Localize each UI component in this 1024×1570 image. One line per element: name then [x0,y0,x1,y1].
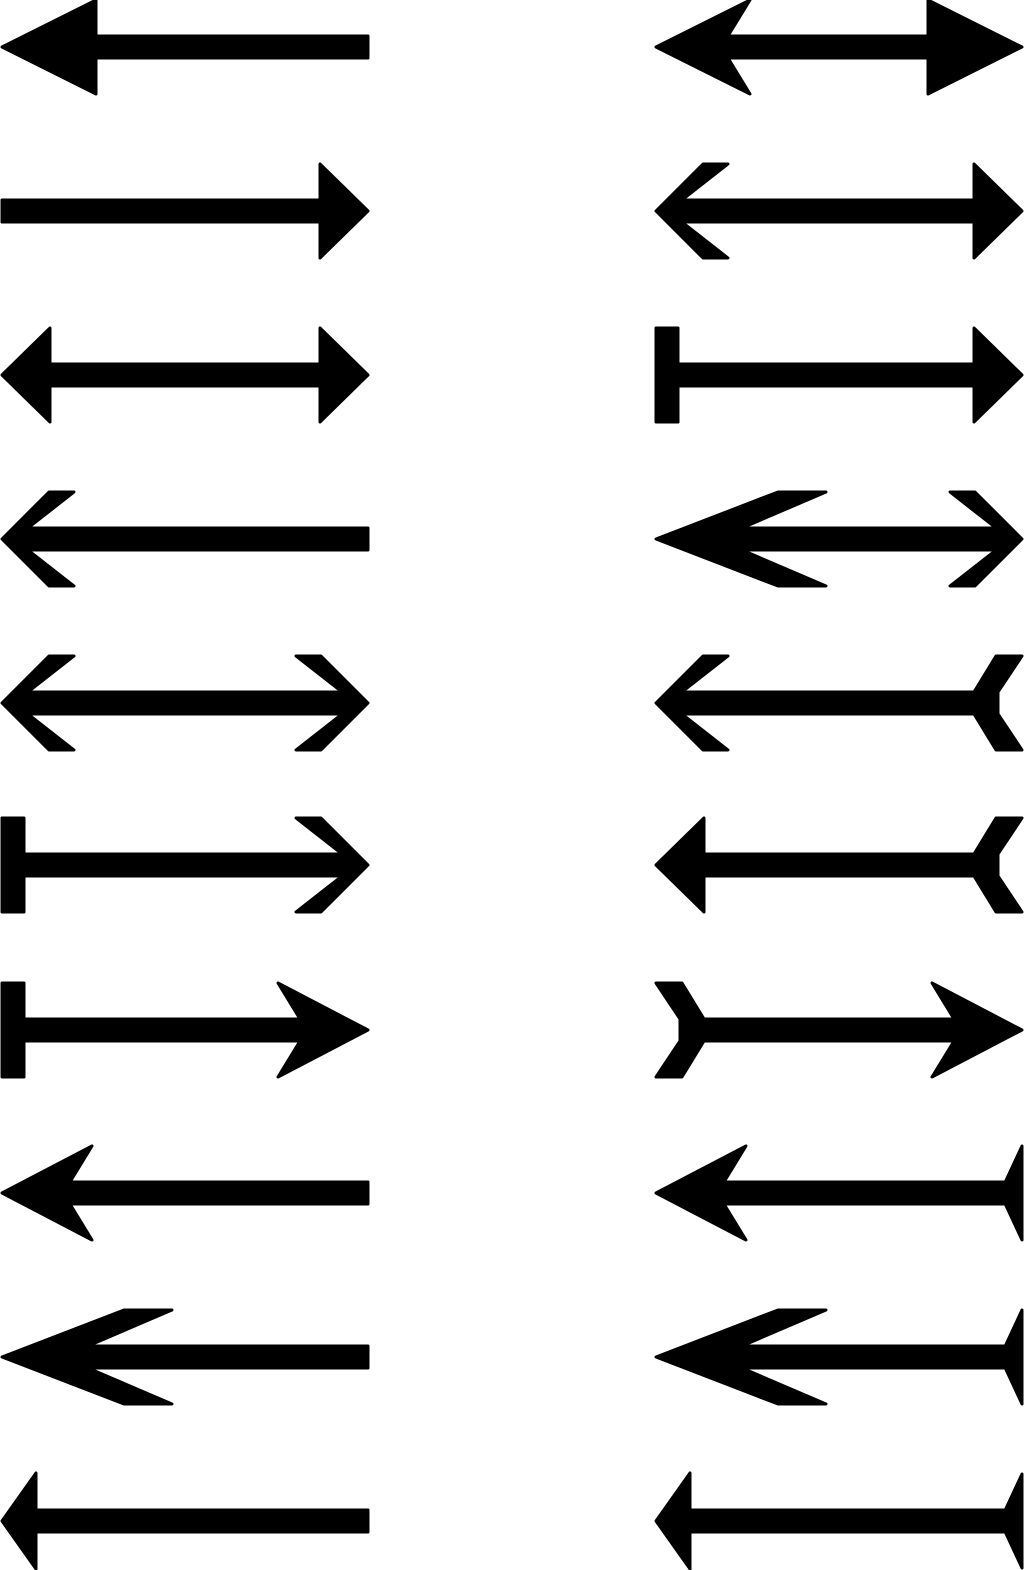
arrow-left-head [654,1471,692,1570]
arrow-large-left-head [0,0,370,96]
arrow-shaft [94,34,370,60]
arrow-bar-to-chevron [0,816,370,914]
arrow-left-head [654,816,706,914]
arrow-shaft [702,852,976,878]
arrow-left-head [0,490,76,588]
arrow-left-head [654,326,680,424]
arrow-right-head [972,654,1024,752]
arrow-right-head [926,0,1024,96]
arrow-left-tall-triangle [0,1471,370,1570]
left-column [0,0,370,1570]
arrow-left-head [654,1144,748,1242]
arrow-right-head [948,490,1024,588]
arrow-right-head [276,981,370,1079]
arrow-shaft [678,198,976,224]
right-column [654,0,1024,1570]
arrow-fletching-to-barb [654,981,1024,1079]
arrow-right-tail [1000,1144,1024,1242]
arrow-right-head [972,326,1024,424]
arrow-long-barb-to-chevron [654,490,1024,588]
arrow-right-tail [1000,1472,1024,1570]
arrow-left-head [0,816,26,914]
arrow-left-chevron [0,490,370,588]
arrow-shaft [676,362,976,388]
arrow-left-long-barb [0,1308,370,1406]
arrow-right-head [318,326,370,424]
arrow-double-triangle [0,326,370,424]
arrow-left-head [654,490,828,588]
arrow-shaft [688,1508,1024,1534]
arrow-shaft [740,526,1000,552]
arrow-right-head [318,162,370,260]
arrow-shaft [48,362,322,388]
arrow-right-head [0,162,370,260]
arrow-left-head [0,981,26,1079]
arrow-shaft [726,34,930,60]
arrow-shaft [22,1017,302,1043]
arrow-right-head [972,816,1024,914]
arrow-left-head [0,1308,174,1406]
arrow-left-head [0,654,76,752]
arrow-right-head [972,162,1024,260]
arrow-shaft [68,1180,370,1206]
arrow-shaft [34,1508,370,1534]
arrow-shaft [24,526,370,552]
arrow-right-head [930,981,1024,1079]
arrow-left-head [654,162,730,260]
arrow-shaft [86,1344,370,1370]
arrow-bar-to-triangle [654,326,1024,424]
arrow-left-head [654,0,752,96]
arrow-double-large-head [654,0,1024,96]
arrow-left-head [0,0,98,96]
arrow-long-barb-to-tail [654,1308,1024,1406]
arrow-shaft [722,1180,1024,1206]
arrow-right-head [294,816,370,914]
arrow-left-head [654,1308,828,1406]
arrow-triangle-to-fletching [654,816,1024,914]
arrow-left-head [654,981,706,1079]
arrow-left-barb [0,1144,370,1242]
arrow-shaft [740,1344,1024,1370]
arrow-shaft [0,198,322,224]
arrow-chevron-to-fletching [654,654,1024,752]
arrow-chevron-to-triangle [654,162,1024,260]
arrow-bar-to-barb [0,981,370,1079]
arrow-barb-to-tail [654,1144,1024,1242]
arrow-left-head [0,326,52,424]
arrow-shaft [678,690,976,716]
arrow-right-head [294,654,370,752]
arrow-shaft [702,1017,956,1043]
arrow-left-head [0,1144,94,1242]
arrow-tall-triangle-to-tail [654,1471,1024,1570]
arrow-shaft [22,852,346,878]
arrow-left-head [0,1471,38,1570]
arrow-shaft [24,690,346,716]
arrow-right-tail [1000,1308,1024,1406]
arrow-left-head [654,654,730,752]
arrow-double-chevron [0,654,370,752]
